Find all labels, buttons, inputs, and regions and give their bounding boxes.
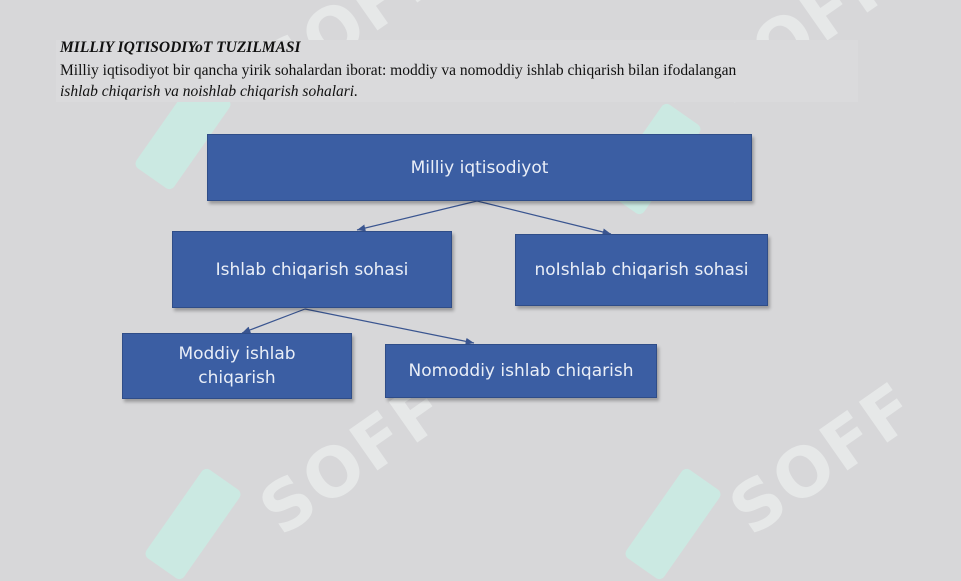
node-label: Nomoddiy ishlab chiqarish — [408, 361, 634, 381]
description-text: Milliy iqtisodiyot bir qancha yirik soha… — [60, 62, 737, 79]
connector-left-moddiy — [241, 308, 306, 334]
description: Milliy iqtisodiyot bir qancha yirik soha… — [60, 60, 860, 102]
node-milliy-iqtisodiyot: Milliy iqtisodiyot — [207, 134, 752, 201]
connector-left-nomoddiy — [304, 308, 475, 345]
node-label: Moddiy ishlab chiqarish — [178, 344, 296, 388]
connector-lines — [241, 200, 612, 345]
node-label: Ishlab chiqarish sohasi — [215, 259, 409, 280]
connector-root-left — [356, 200, 478, 232]
page-title: MILLIY IQTISODIYoT TUZILMASI — [60, 39, 301, 56]
node-moddiy-ishlab-chiqarish: Moddiy ishlab chiqarish — [122, 333, 352, 399]
description-italic: ishlab chiqarish va noishlab chiqarish s… — [60, 83, 358, 100]
node-label: Milliy iqtisodiyot — [410, 157, 549, 178]
node-nomoddiy-ishlab-chiqarish: Nomoddiy ishlab chiqarish — [385, 344, 657, 398]
node-label: noIshlab chiqarish sohasi — [534, 260, 749, 280]
text-band — [56, 40, 858, 102]
node-ishlab-chiqarish-sohasi: Ishlab chiqarish sohasi — [172, 231, 452, 308]
node-noishlab-chiqarish-sohasi: noIshlab chiqarish sohasi — [515, 234, 768, 306]
connector-root-right — [476, 200, 612, 236]
